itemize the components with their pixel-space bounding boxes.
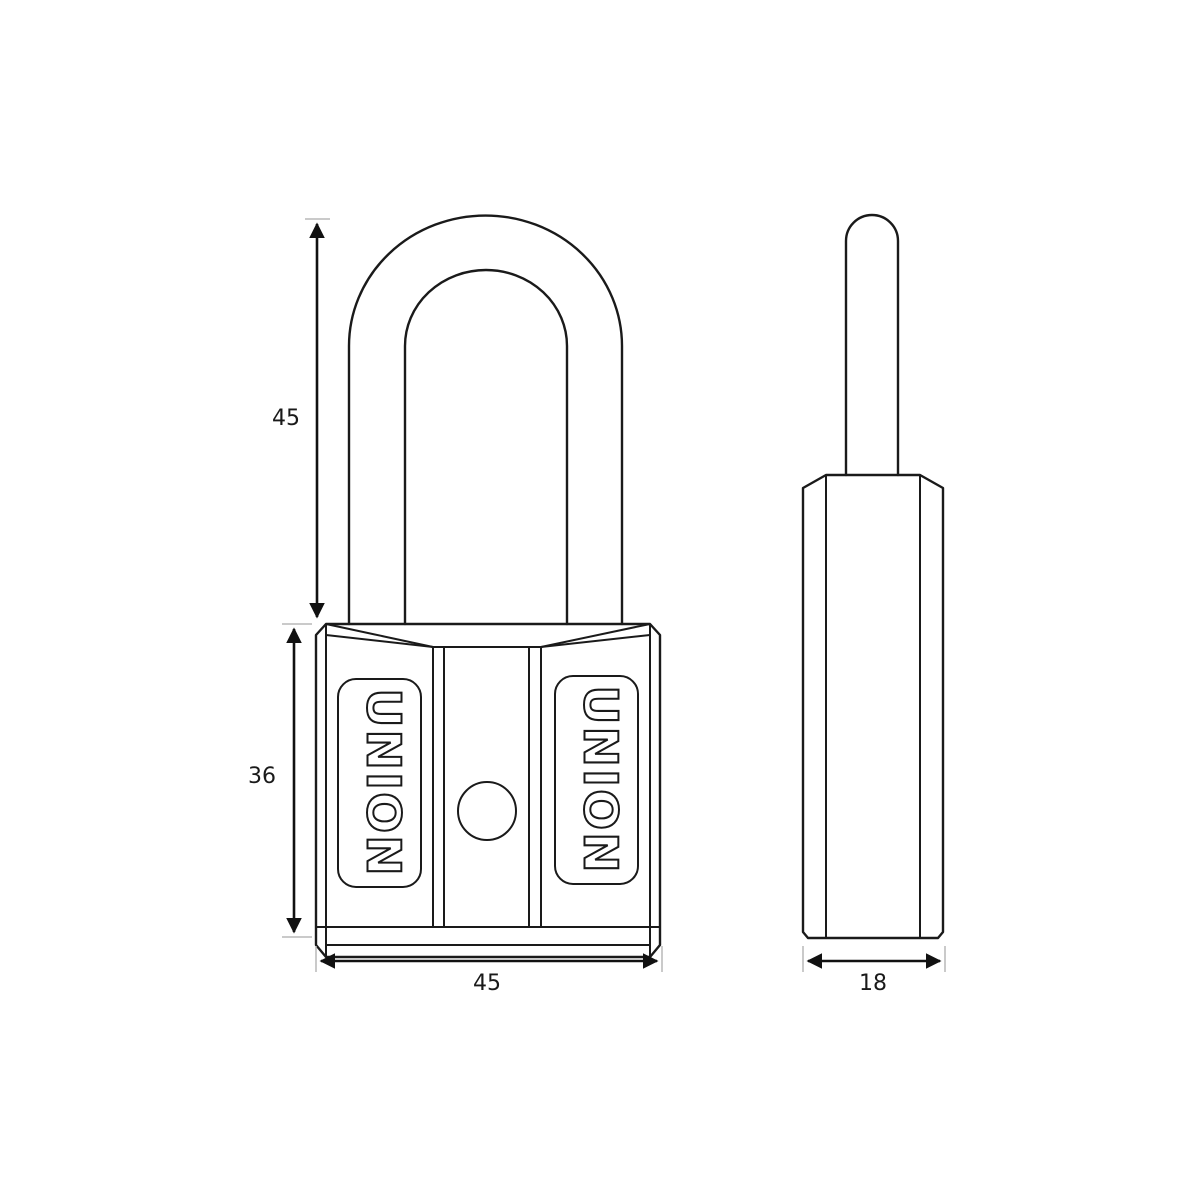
dimension-body-depth [802,946,946,972]
brand-text-right: UNION [573,685,627,875]
label-body-height: 36 [248,764,276,789]
label-shackle-height: 45 [272,406,300,431]
brand-text-left: UNION [356,688,410,878]
front-body [314,622,662,959]
front-shackle [347,214,624,626]
dimension-body-height [282,623,312,938]
dimension-shackle-height [305,218,330,619]
dimension-body-width [315,946,663,972]
label-body-depth: 18 [859,971,887,996]
label-body-width: 45 [473,971,501,996]
side-view [801,213,945,940]
